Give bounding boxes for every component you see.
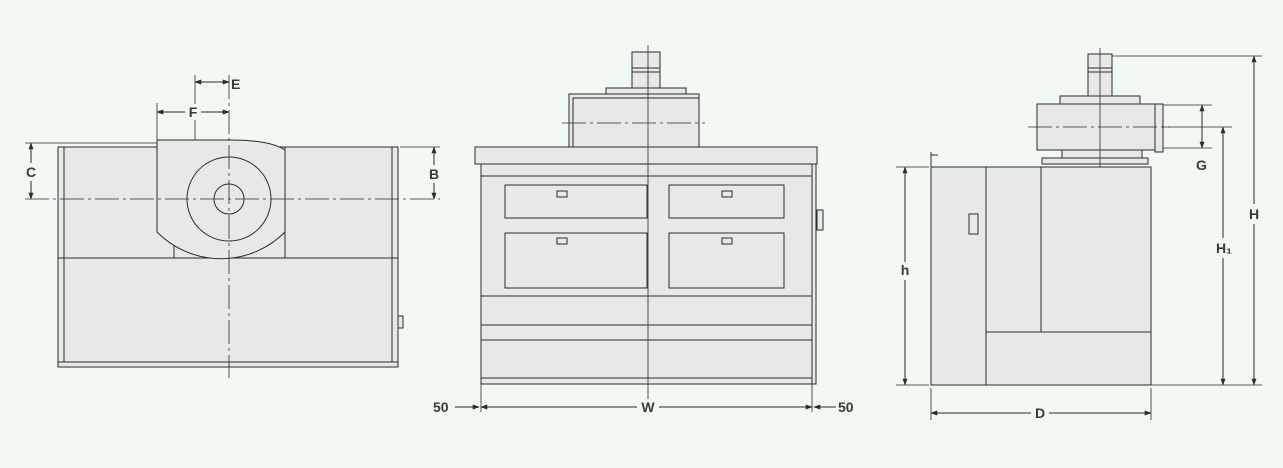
door-top-right	[668, 184, 785, 219]
door-bottom-right	[668, 232, 785, 289]
label-W: W	[641, 399, 655, 415]
label-H: H	[1249, 206, 1259, 222]
label-clearance-right: 50	[838, 399, 854, 415]
label-C: C	[26, 164, 36, 180]
label-E: E	[231, 76, 240, 92]
label-h: h	[901, 262, 910, 278]
side-handle	[816, 209, 824, 231]
front-view	[455, 45, 836, 412]
side-tab	[397, 315, 404, 329]
label-clearance-left: 50	[433, 399, 449, 415]
door-top-left	[504, 184, 648, 219]
side-handle-right	[968, 213, 979, 235]
top-view	[25, 75, 440, 378]
label-D: D	[1035, 405, 1045, 421]
label-B: B	[429, 166, 439, 182]
front-body	[480, 163, 817, 385]
label-G: G	[1196, 157, 1207, 173]
worktop	[474, 146, 818, 165]
label-F: F	[189, 104, 198, 120]
side-view	[896, 48, 1262, 420]
label-H1: H₁	[1216, 240, 1232, 256]
door-bottom-left	[504, 232, 648, 289]
flue-pipe	[631, 51, 661, 95]
